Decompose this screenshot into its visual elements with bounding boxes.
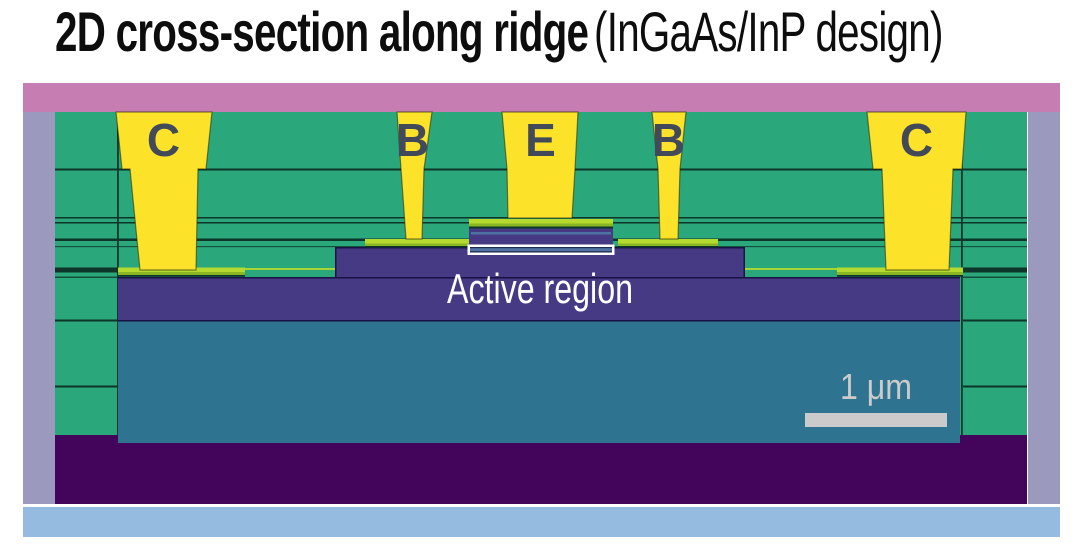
emitter-steel-line: [471, 232, 611, 235]
emitter-mesa: [469, 219, 613, 245]
base-pad-right-top: [618, 239, 718, 244]
title-suffix: (InGaAs/InP design): [594, 0, 943, 63]
collector-pad-right-edge: [837, 275, 963, 277]
collector-top-edge: [118, 277, 960, 279]
emitter-label: E: [525, 114, 555, 166]
base-contact-right: [651, 111, 687, 240]
field-line-left-1: [55, 276, 118, 278]
buffer-layer: [55, 435, 1027, 504]
base-mesa-left-edge: [335, 247, 337, 277]
field-line-right-2: [963, 319, 1027, 322]
field-band-left: [55, 267, 118, 273]
top-pink-bar: [23, 83, 1060, 112]
field-line-left-2: [55, 319, 118, 322]
base-contact-left: [396, 111, 433, 240]
base-pad-left: [365, 239, 472, 248]
field-band-right: [963, 267, 1027, 273]
active-region-box: [467, 244, 615, 255]
base-left-label: B: [396, 114, 428, 166]
active-region-quantum-wells: [470, 248, 612, 252]
base-mesa-right-edge: [743, 247, 745, 277]
field-line-right-3: [963, 385, 1027, 388]
bottom-blue-bar: [23, 507, 1060, 537]
base-right-label: B: [652, 114, 684, 166]
collector-layer: [118, 277, 960, 320]
emitter-contact: [501, 111, 579, 219]
collector-left-label: C: [147, 114, 179, 166]
scale-bar-label: 1 μm: [840, 366, 912, 407]
emitter-cap-lime: [469, 219, 613, 224]
base-pad-left-top: [365, 239, 472, 244]
collector-contact-right: [866, 111, 967, 271]
collector-pad-left-bottom: [118, 272, 245, 275]
collector-pad-left-edge: [118, 275, 245, 277]
scale-bar: [805, 413, 947, 427]
emitter-body: [469, 228, 613, 245]
field-line-left-3: [55, 385, 118, 388]
base-pad-right-edge: [618, 246, 718, 248]
emitter-cap-edge: [469, 226, 613, 229]
right-lavender-strip: [1028, 112, 1060, 504]
base-pad-left-edge: [365, 246, 472, 248]
title-main: 2D cross-section along ridge: [55, 0, 589, 63]
base-pad-left-bottom: [365, 243, 472, 246]
collector-contact-left: [115, 111, 213, 271]
collector-right-label: C: [900, 114, 932, 166]
base-pad-right: [618, 239, 718, 248]
etch-step-left: [117, 112, 119, 435]
active-region-label: Active region: [447, 265, 633, 312]
base-pad-right-bottom: [618, 243, 718, 246]
emitter-cap-lime-dark: [469, 223, 613, 227]
collector-pad-right-bottom: [837, 272, 963, 275]
substrate-top-edge: [118, 320, 960, 322]
left-lavender-strip: [23, 112, 55, 504]
figure-title: 2D cross-section along ridge(InGaAs/InP …: [55, 1, 943, 63]
field-line-right-1: [963, 276, 1027, 278]
